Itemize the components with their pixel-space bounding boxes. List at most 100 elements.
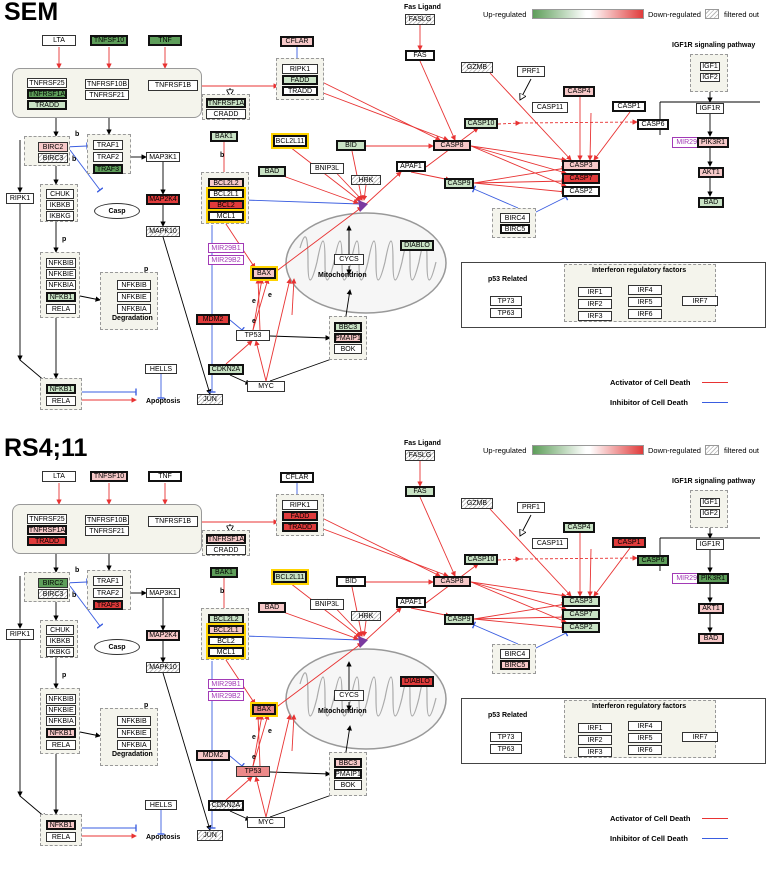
gene-node-nfkbie[interactable]: NFKBIE [46, 269, 76, 279]
gene-node-tnfrsf1a-g[interactable]: TNFRSF1A [27, 525, 67, 535]
gene-node-tnfrsf10b[interactable]: TNFRSF10B [85, 79, 129, 89]
gene-node-bad-r[interactable]: BAD [698, 633, 724, 644]
gene-node-lta[interactable]: LTA [42, 35, 76, 46]
gene-node-myc[interactable]: MYC [247, 817, 285, 828]
gene-node-irf7[interactable]: IRF7 [682, 732, 718, 742]
gene-node-tp53[interactable]: TP53 [236, 330, 270, 341]
gene-node-nfkbib[interactable]: NFKBIB [46, 258, 76, 268]
gene-node-ikbkb[interactable]: IKBKB [46, 636, 74, 646]
gene-node-tnfrsf1b[interactable]: TNFRSF1B [148, 516, 198, 527]
gene-node-igf1[interactable]: IGF1 [700, 62, 720, 71]
gene-node-bcl2l2[interactable]: BCL2L2 [208, 614, 244, 624]
gene-node-bnip3l[interactable]: BNIP3L [310, 599, 344, 610]
gene-node-ripk1-d[interactable]: RIPK1 [282, 64, 318, 74]
gene-node-nfkbia[interactable]: NFKBIA [46, 716, 76, 726]
gene-node-irf1[interactable]: IRF1 [578, 723, 612, 733]
gene-node-traf1[interactable]: TRAF1 [93, 576, 123, 586]
gene-node-tnfrsf21[interactable]: TNFRSF21 [85, 90, 129, 100]
gene-node-myc[interactable]: MYC [247, 381, 285, 392]
gene-node-bad-m[interactable]: BAD [258, 166, 286, 177]
gene-node-irf2[interactable]: IRF2 [578, 735, 612, 745]
gene-node-birc5[interactable]: BIRC5 [500, 660, 530, 670]
gene-node-hrk[interactable]: HRK [351, 611, 381, 621]
gene-node-tnfrsf25[interactable]: TNFRSF25 [27, 78, 67, 88]
gene-node-bbc3[interactable]: BBC3 [334, 322, 362, 332]
gene-node-casp8[interactable]: CASP8 [433, 576, 471, 587]
gene-node-hells[interactable]: HELLS [145, 800, 177, 810]
gene-node-tnfrsf10b[interactable]: TNFRSF10B [85, 515, 129, 525]
gene-node-fas[interactable]: FAS [405, 50, 435, 61]
gene-node-chuk[interactable]: CHUK [46, 625, 74, 635]
gene-node-irf5[interactable]: IRF5 [628, 733, 662, 743]
gene-node-bnip3l[interactable]: BNIP3L [310, 163, 344, 174]
gene-node-irf3[interactable]: IRF3 [578, 311, 612, 321]
gene-node-bcl2l1[interactable]: BCL2L1 [208, 625, 244, 635]
gene-node-casp10[interactable]: CASP10 [464, 554, 498, 565]
gene-node-tnfrsf25[interactable]: TNFRSF25 [27, 514, 67, 524]
gene-node-nfkbia[interactable]: NFKBIA [46, 280, 76, 290]
gene-node-tnfrsf1a-m[interactable]: TNFRSF1A [206, 98, 246, 108]
gene-node-pik3r1[interactable]: PIK3R1 [697, 137, 729, 148]
gene-node-tradd-d[interactable]: TRADD [282, 522, 318, 532]
gene-node-map2k4[interactable]: MAP2K4 [146, 194, 180, 205]
gene-node-ripk1-l[interactable]: RIPK1 [6, 629, 34, 640]
gene-node-igf1[interactable]: IGF1 [700, 498, 720, 507]
gene-node-bax[interactable]: BAX [252, 704, 276, 715]
gene-node-fas[interactable]: FAS [405, 486, 435, 497]
gene-node-irf4[interactable]: IRF4 [628, 285, 662, 295]
gene-node-nfkb1-c[interactable]: NFKB1 [46, 292, 76, 302]
gene-node-cradd[interactable]: CRADD [206, 545, 246, 555]
gene-node-mdm2[interactable]: MDM2 [196, 314, 230, 325]
gene-node-cdkn2a[interactable]: CDKN2A [208, 364, 244, 375]
gene-node-pmaip1[interactable]: PMAIP1 [334, 769, 362, 779]
gene-node-traf3[interactable]: TRAF3 [93, 600, 123, 610]
gene-node-irf4[interactable]: IRF4 [628, 721, 662, 731]
gene-node-irf6[interactable]: IRF6 [628, 745, 662, 755]
gene-node-rela-b[interactable]: RELA [46, 396, 76, 406]
gene-node-pmaip1[interactable]: PMAIP1 [334, 333, 362, 343]
gene-node-tnfsf10[interactable]: TNFSF10 [90, 35, 128, 46]
gene-node-faslg[interactable]: FASLG [405, 14, 435, 25]
gene-node-tradd-g[interactable]: TRADD [27, 100, 67, 110]
gene-node-casp4[interactable]: CASP4 [563, 86, 595, 97]
gene-node-cdkn2a[interactable]: CDKN2A [208, 800, 244, 811]
gene-node-tnfrsf21[interactable]: TNFRSF21 [85, 526, 129, 536]
gene-node-casp9[interactable]: CASP9 [444, 178, 474, 189]
gene-node-mcl1[interactable]: MCL1 [208, 647, 244, 657]
gene-node-fadd[interactable]: FADD [282, 511, 318, 521]
gene-node-casp3[interactable]: CASP3 [562, 596, 600, 607]
gene-node-ikbkb[interactable]: IKBKB [46, 200, 74, 210]
gene-node-bok[interactable]: BOK [334, 780, 362, 790]
gene-node-casp10[interactable]: CASP10 [464, 118, 498, 129]
gene-node-mapk10[interactable]: MAPK10 [146, 226, 180, 237]
gene-node-igf2[interactable]: IGF2 [700, 73, 720, 82]
gene-node-ikbkg[interactable]: IKBKG [46, 211, 74, 221]
gene-node-casp2[interactable]: CASP2 [562, 622, 600, 633]
gene-node-tnfrsf1a-m[interactable]: TNFRSF1A [206, 534, 246, 544]
gene-node-tnfrsf1a-g[interactable]: TNFRSF1A [27, 89, 67, 99]
gene-node-mir29b1[interactable]: MIR29B1 [208, 679, 244, 689]
gene-node-cradd[interactable]: CRADD [206, 109, 246, 119]
gene-node-birc4[interactable]: BIRC4 [500, 649, 530, 659]
gene-node-casp1[interactable]: CASP1 [612, 101, 646, 112]
gene-node-bcl2l2[interactable]: BCL2L2 [208, 178, 244, 188]
gene-node-tp73[interactable]: TP73 [490, 732, 522, 742]
gene-node-nfkbie[interactable]: NFKBIE [46, 705, 76, 715]
gene-node-prf1[interactable]: PRF1 [517, 502, 545, 513]
gene-node-casp6[interactable]: CASP6 [637, 555, 669, 566]
gene-node-irf7[interactable]: IRF7 [682, 296, 718, 306]
gene-node-bcl2[interactable]: BCL2 [208, 200, 244, 210]
gene-node-bcl2l11[interactable]: BCL2L11 [273, 571, 307, 583]
gene-node-casp11[interactable]: CASP11 [532, 102, 568, 113]
gene-node-cflar[interactable]: CFLAR [280, 472, 314, 483]
gene-node-tnfsf10[interactable]: TNFSF10 [90, 471, 128, 482]
gene-node-casp4[interactable]: CASP4 [563, 522, 595, 533]
gene-node-nfkb1-c[interactable]: NFKB1 [46, 728, 76, 738]
gene-node-bax[interactable]: BAX [252, 268, 276, 279]
gene-node-bad-m[interactable]: BAD [258, 602, 286, 613]
gene-node-igf1r[interactable]: IGF1R [696, 103, 724, 114]
gene-node-irf2[interactable]: IRF2 [578, 299, 612, 309]
gene-node-diablo[interactable]: DIABLO [400, 240, 434, 251]
gene-node-mir29b1[interactable]: MIR29B1 [208, 243, 244, 253]
gene-node-irf3[interactable]: IRF3 [578, 747, 612, 757]
